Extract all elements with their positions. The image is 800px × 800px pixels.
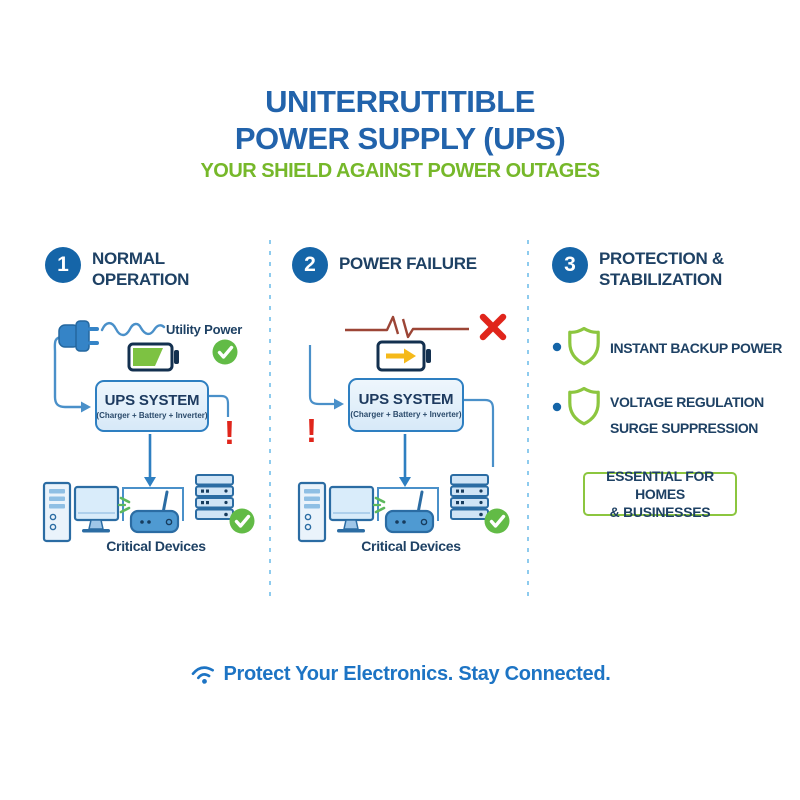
essential-box-line2: & BUSINESSES xyxy=(609,504,711,520)
critical-devices-label-failure: Critical Devices xyxy=(361,538,461,554)
utility-power-label: Utility Power xyxy=(166,322,243,337)
benefit-regulation-line1: VOLTAGE REGULATION xyxy=(610,394,764,410)
step-3-title-line1: PROTECTION & xyxy=(599,249,724,268)
footer-tagline: Protect Your Electronics. Stay Connected… xyxy=(223,663,611,685)
shield-icon-1 xyxy=(568,326,600,366)
footer-tagline-row: Protect Your Electronics. Stay Connected… xyxy=(0,660,800,686)
shield-icon-2 xyxy=(568,386,600,426)
ups-title-failure: UPS SYSTEM xyxy=(358,391,454,408)
alert-exclamation-icon-failure: ! xyxy=(306,412,317,449)
essential-box: ESSENTIAL FOR HOMES & BUSINESSES xyxy=(583,468,737,520)
step-2-badge: 2 xyxy=(292,247,328,283)
step-1-badge: 1 xyxy=(45,247,81,283)
main-subtitle: YOUR SHIELD AGAINST POWER OUTAGES xyxy=(200,160,600,182)
step-3-title: PROTECTION & STABILIZATION xyxy=(599,248,724,290)
ups-subtitle-failure: (Charger + Battery + Inverter) xyxy=(350,410,462,419)
battery-charged-icon xyxy=(127,342,179,372)
failure-cross-icon xyxy=(479,313,507,341)
ups-entry-line-failure xyxy=(308,345,344,410)
utility-check-icon xyxy=(210,337,240,367)
step-1-title: NORMAL OPERATION xyxy=(92,248,189,290)
step-1-title-line1: NORMAL xyxy=(92,249,165,268)
benefit-regulation-line2: SURGE SUPPRESSION xyxy=(610,420,759,436)
main-title-line1: UNITERRUTITIBLE xyxy=(265,84,535,119)
step-3-badge: 3 xyxy=(552,247,588,283)
utility-wave-icon xyxy=(100,321,166,337)
critical-devices-failure xyxy=(299,434,510,541)
benefit-backup-power: INSTANT BACKUP POWER xyxy=(610,340,782,356)
ups-exit-line-failure xyxy=(464,398,495,467)
battery-discharging-icon xyxy=(376,340,431,372)
plug-cable-line xyxy=(53,335,91,413)
step-3-title-line2: STABILIZATION xyxy=(599,270,722,289)
step-1-title-line2: OPERATION xyxy=(92,270,190,289)
ups-exit-line-normal xyxy=(208,394,230,417)
benefit-regulation: VOLTAGE REGULATION SURGE SUPPRESSION xyxy=(610,389,764,441)
critical-devices-normal xyxy=(44,434,255,541)
broken-wire-icon xyxy=(345,315,469,339)
essential-box-line1: ESSENTIAL FOR HOMES xyxy=(606,468,714,502)
wifi-icon xyxy=(192,666,215,684)
main-title-line2: POWER SUPPLY (UPS) xyxy=(234,121,566,156)
critical-devices-label-normal: Critical Devices xyxy=(106,538,206,554)
step-2-title-line1: POWER FAILURE xyxy=(339,254,477,273)
alert-exclamation-icon-normal: ! xyxy=(224,414,235,451)
ups-title-normal: UPS SYSTEM xyxy=(104,392,200,409)
ups-subtitle-normal: (Charger + Battery + Inverter) xyxy=(96,411,208,420)
bullet-dot-2 xyxy=(552,402,562,412)
ups-box-normal: UPS SYSTEM (Charger + Battery + Inverter… xyxy=(95,380,209,432)
plug-icon xyxy=(58,320,99,352)
bullet-dot-1 xyxy=(552,342,562,352)
step-2-title: POWER FAILURE xyxy=(339,253,477,274)
ups-box-failure: UPS SYSTEM (Charger + Battery + Inverter… xyxy=(348,378,464,432)
